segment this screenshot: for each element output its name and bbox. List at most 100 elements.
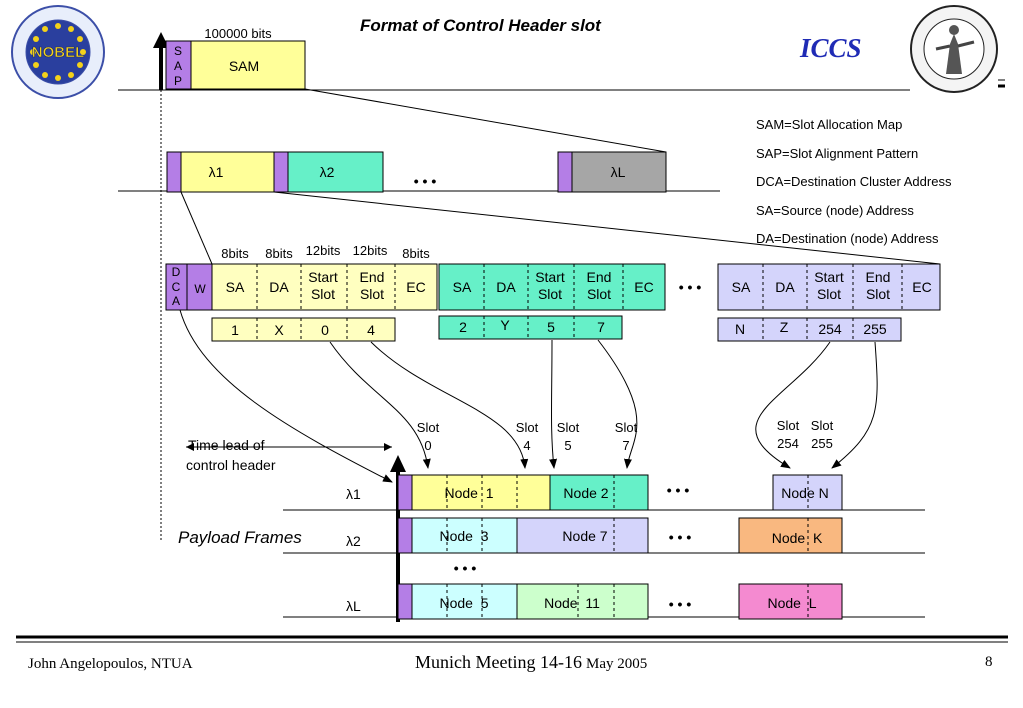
header-group-3 [717,263,941,311]
slot255-label-2: 255 [811,436,833,451]
header-ellipsis: • • • [679,279,702,295]
header-field-1-sa: SA [226,279,245,295]
payload-row2-ellipsis: • • • [669,529,692,545]
time-lead-line2: control header [186,457,276,473]
lambdaL-label: λL [611,164,626,180]
payload-rowL-node5 [411,583,518,620]
slot255-label-1: Slot [811,418,834,433]
bits-label: 100000 bits [204,26,272,41]
ntua-logo [906,4,1002,94]
entry-1-start: 0 [321,322,329,338]
payload-rowL-node11 [516,583,649,620]
arrow-slot254 [755,341,831,469]
footer-meeting-date: May 2005 [585,656,648,672]
legend-sa: SA=Source (node) Address [756,202,914,218]
header-group-2 [438,263,666,311]
lambdaL-sap [557,151,573,193]
bitwidth-ec: 8bits [402,246,430,261]
payload-lambdaL: λL [346,598,361,614]
entry-3-sa: N [735,321,745,337]
payload-rowL-nodeL-label: Node L [767,595,816,611]
header-field-3-da: DA [775,279,795,295]
bitwidth-da: 8bits [265,246,293,261]
legend-dca: DCA=Destination Cluster Address [756,174,952,189]
lambdaL-slot [571,151,667,193]
lambda2-sap [273,151,289,193]
lambda1-label: λ1 [209,164,224,180]
legend-sam: SAM=Slot Allocation Map [756,117,903,132]
payload-vertical-ellipsis: • • • [454,560,477,576]
slot0-label-1: Slot [417,420,440,435]
entry-2-sa: 2 [459,319,467,335]
footer-meeting: Munich Meeting 14-16 May 2005 [415,652,647,673]
arrow-slot7 [597,339,638,469]
page-number: 8 [985,654,993,670]
header-field-3-ec: EC [912,279,931,295]
dca-arrow [179,309,393,483]
legend-da: DA=Destination (node) Address [756,231,939,246]
entry-3-end: 255 [863,321,887,337]
entry-1-da: X [274,322,284,338]
dca-letter-a: A [172,294,180,308]
entry-2-start: 5 [547,319,555,335]
sam-box [190,40,306,90]
slot0-label-2: 0 [424,438,431,453]
lambda1-slot [180,151,275,193]
time-lead-line1: Time lead of [188,437,265,453]
lambda1-sap [166,151,182,193]
payload-rowL-node11-label: Node 11 [544,595,600,611]
slot7-label-1: Slot [615,420,638,435]
entry-group-2 [438,315,623,340]
header-field-2-da: DA [496,279,516,295]
payload-row1-nodeN [772,474,843,511]
legend-sap: SAP=Slot Alignment Pattern [756,145,919,161]
dca-letter-c: C [172,280,181,294]
entry-1-sa: 1 [231,322,239,338]
payload-label: Payload Frames [178,528,302,547]
abbreviation-legend: SAM=Slot Allocation Map SAP=Slot Alignme… [756,111,951,254]
footer-author: John Angelopoulos, NTUA [28,656,193,672]
entry-2-da: Y [500,317,510,333]
payload-row1-node2-label: Node 2 [563,485,608,501]
payload-lambda1: λ1 [346,486,361,502]
header-field-2-ec: EC [634,279,653,295]
entry-3-da: Z [780,319,789,335]
footer-meeting-main: Munich Meeting 14-16 [415,652,582,672]
payload-row2-nodeK [738,517,843,554]
bitwidth-sa: 8bits [221,246,249,261]
sap-letter-s: S [174,44,182,58]
payload-row2-node7-label: Node 7 [562,528,607,544]
nobel-logo: NOBEL [8,4,108,100]
header-field-1-ec: EC [406,279,425,295]
arrow-slot4 [370,341,529,469]
sap-letter-a: A [174,59,182,73]
arrow-slot0 [329,341,431,469]
wavelength-ellipsis: • • • [414,173,437,189]
payload-lambda2: λ2 [346,533,361,549]
bitwidth-start: 12bits [306,243,341,258]
payload-rowL-nodeL [738,583,843,620]
slot7-label-2: 7 [622,438,629,453]
payload-row1-nodeN-label: Node N [781,485,828,501]
sap-letter-p: P [174,74,182,88]
header-field-3-sa: SA [732,279,751,295]
entry-1-end: 4 [367,322,375,338]
lambda2-slot [287,151,384,193]
entry-group-3 [717,317,902,342]
dca-letter-d: D [172,265,181,279]
sap-box [165,40,192,90]
payload-row2-nodeK-label: Node K [772,530,823,546]
header-group-1 [211,263,438,311]
payload-row1-node1-label: Node 1 [444,485,493,501]
lambda2-label: λ2 [320,164,335,180]
payload-rowL-ellipsis: • • • [669,596,692,612]
arrow-slot5 [549,339,558,469]
slot5-label-1: Slot [557,420,580,435]
payload-row1-node2 [549,474,649,511]
page-title: Format of Control Header slot [360,16,601,35]
